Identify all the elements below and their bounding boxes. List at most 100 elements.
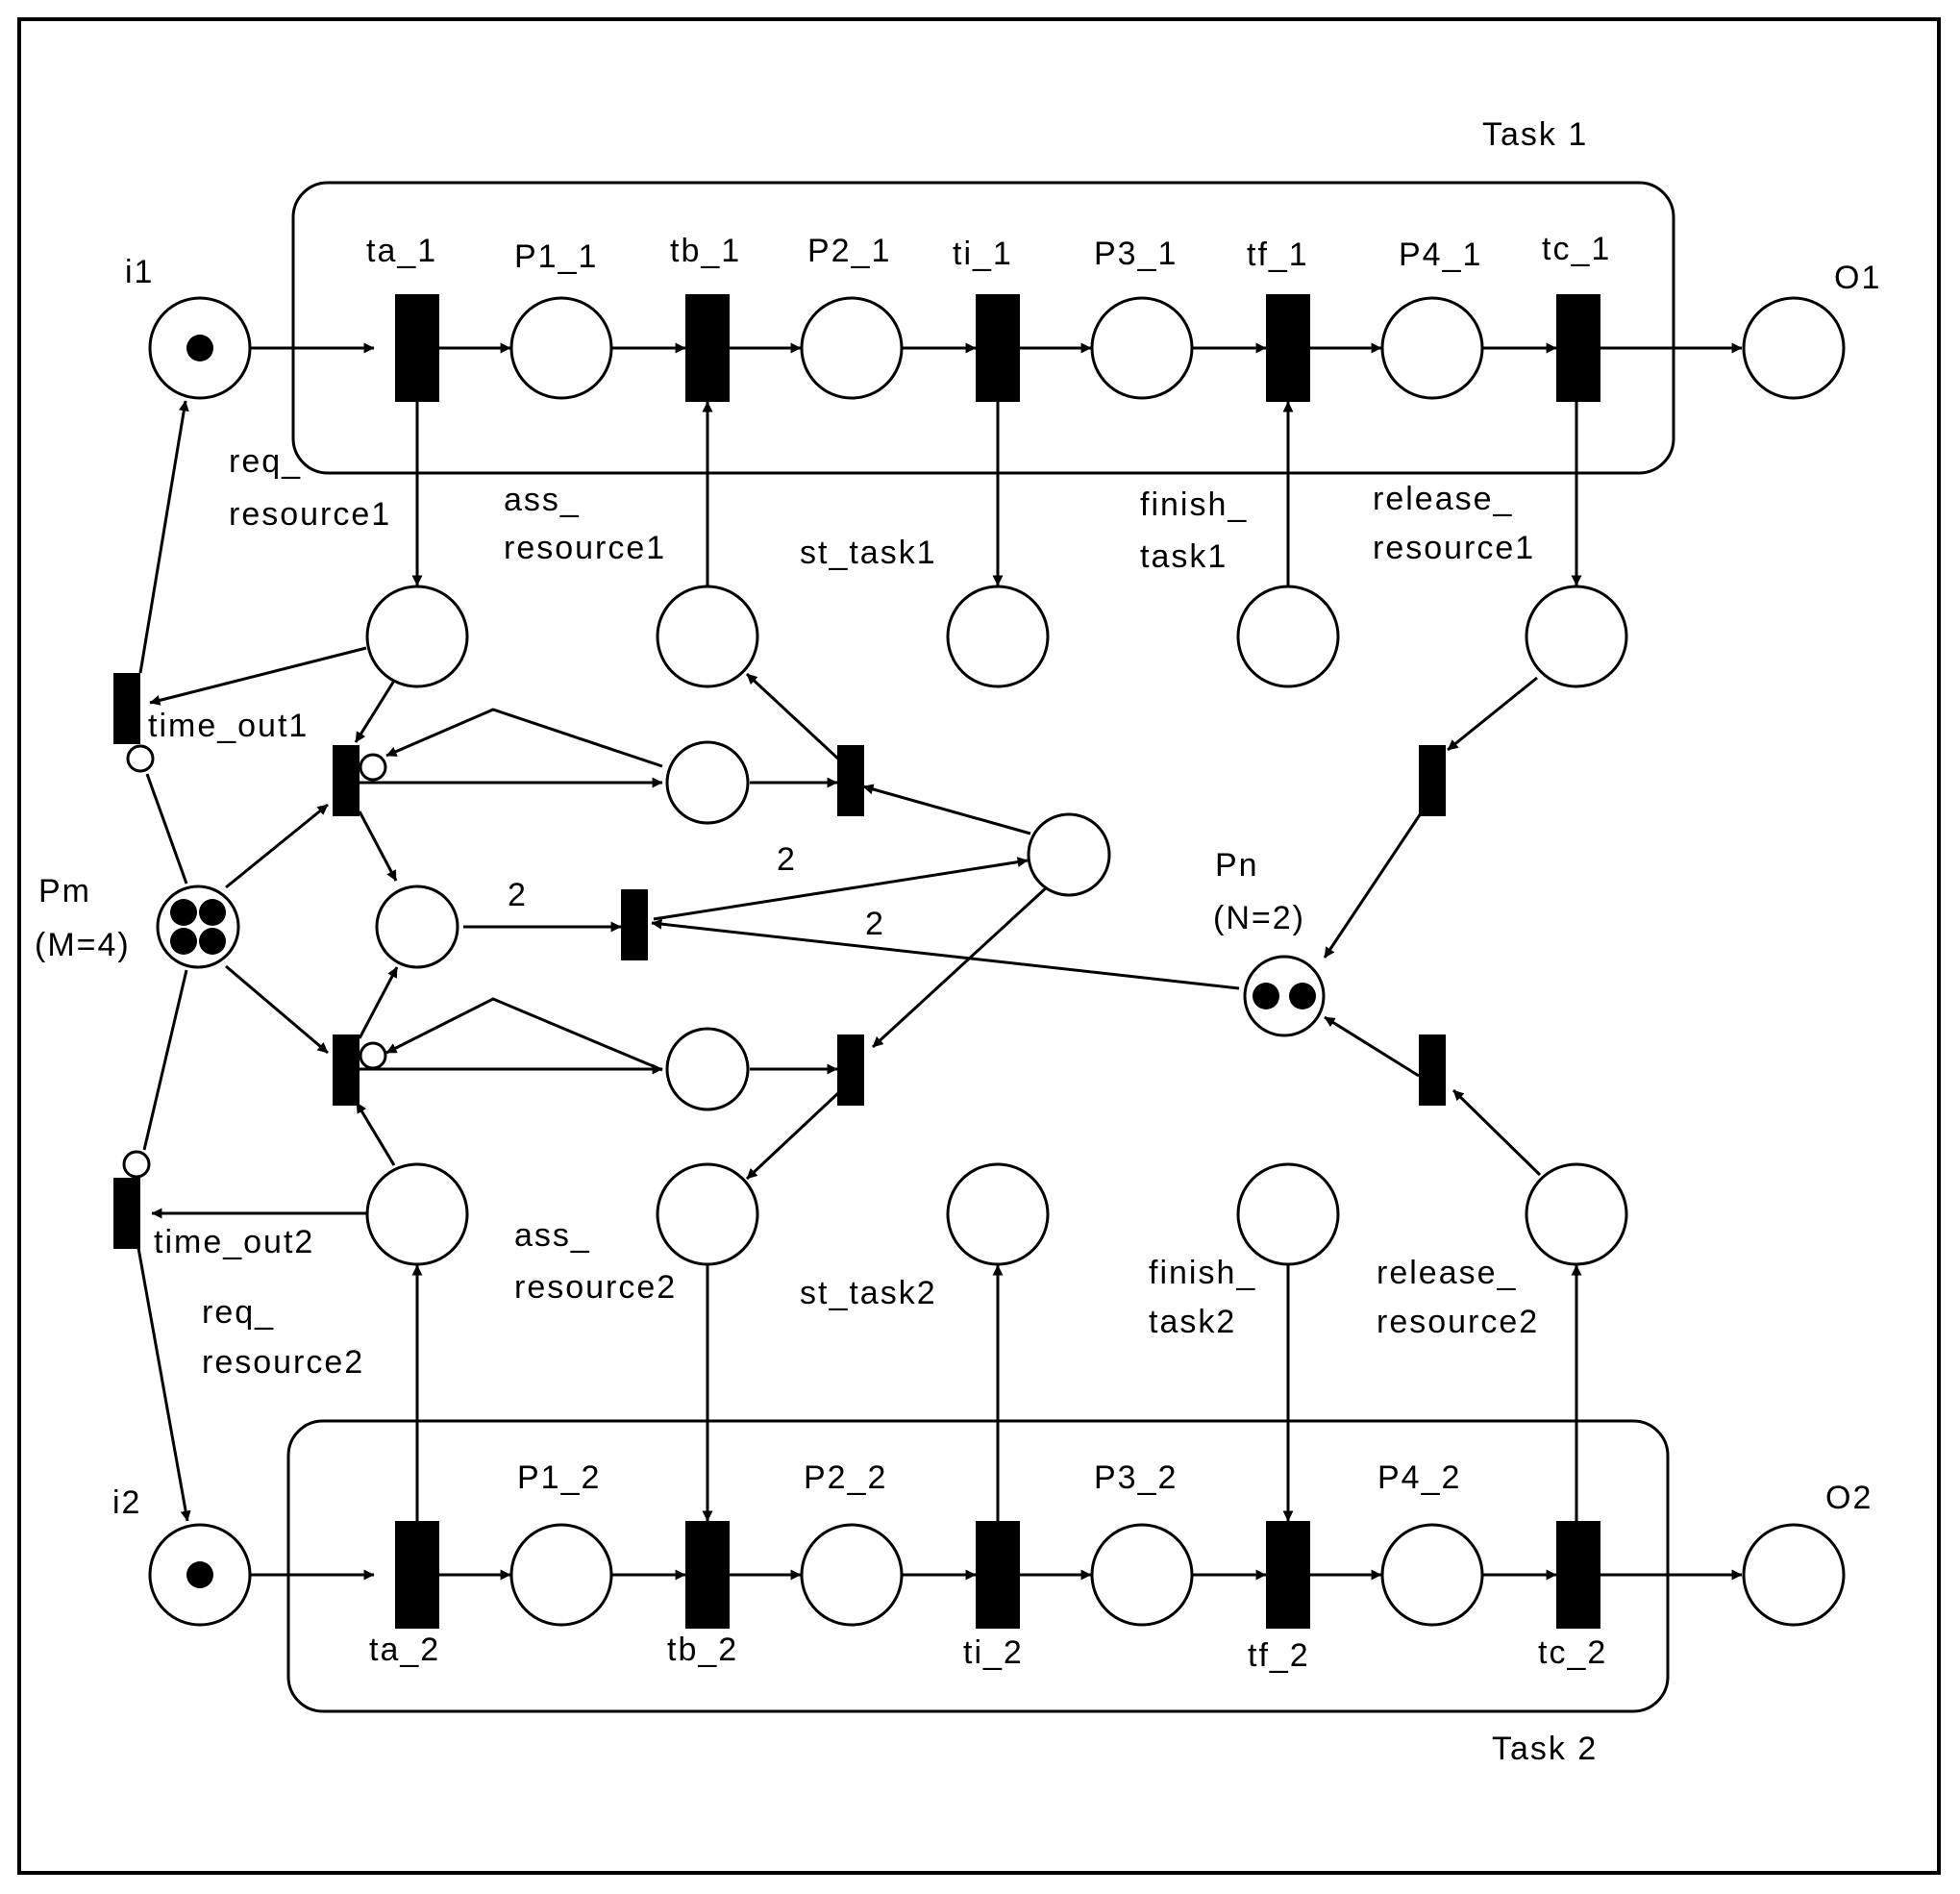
arc bbox=[871, 884, 1051, 1049]
place-st-task2 bbox=[946, 1162, 1050, 1266]
arc bbox=[358, 966, 399, 1039]
arc bbox=[142, 969, 188, 1151]
place-label: P3_2 bbox=[1094, 1459, 1178, 1496]
interface-label: req_ bbox=[229, 443, 302, 480]
transition-label: tc_1 bbox=[1542, 231, 1611, 267]
place-label: P3_1 bbox=[1094, 236, 1178, 272]
arc bbox=[745, 1090, 841, 1181]
transition-ta-2 bbox=[395, 1521, 439, 1629]
token bbox=[170, 928, 197, 955]
labels: Task 1 Task 2 i1 O1 i2 O2 P1_1 P2_1 P3_1… bbox=[35, 116, 1879, 1767]
place-finish-task1 bbox=[1236, 585, 1340, 688]
place-label: (M=4) bbox=[35, 927, 131, 963]
interface-label: resource1 bbox=[1373, 530, 1535, 566]
transition-tb-1 bbox=[685, 294, 730, 402]
place-pn bbox=[1243, 955, 1326, 1037]
token bbox=[199, 899, 226, 926]
place-label: P4_2 bbox=[1377, 1459, 1461, 1496]
interface-label: ass_ bbox=[504, 482, 581, 518]
arc bbox=[745, 672, 843, 763]
transition-label: ti_1 bbox=[953, 236, 1013, 272]
arc bbox=[355, 1102, 396, 1166]
place-middle-internal bbox=[375, 885, 459, 969]
transition-tb-2 bbox=[685, 1521, 730, 1629]
arc bbox=[225, 964, 329, 1055]
place-pm bbox=[156, 885, 240, 969]
arc bbox=[1451, 1088, 1542, 1177]
interface-label: st_task1 bbox=[800, 535, 937, 571]
transition-assign-lower bbox=[837, 1034, 864, 1106]
interface-label: release_ bbox=[1377, 1255, 1517, 1291]
transition-label: tf_2 bbox=[1248, 1637, 1310, 1674]
transition-label: time_out1 bbox=[148, 708, 309, 744]
token bbox=[186, 1561, 213, 1588]
place-shared-right bbox=[1027, 812, 1111, 897]
arc bbox=[145, 773, 188, 885]
place-label: P2_1 bbox=[807, 233, 891, 269]
arc bbox=[354, 680, 396, 743]
transitions bbox=[113, 294, 1600, 1629]
place-lower-internal bbox=[665, 1027, 750, 1111]
transition-label: time_out2 bbox=[154, 1224, 314, 1260]
interface-label: resource1 bbox=[229, 496, 391, 533]
transition-label: tb_1 bbox=[670, 233, 741, 269]
arc bbox=[358, 810, 398, 882]
place-finish-task2 bbox=[1236, 1162, 1340, 1266]
interface-label: resource2 bbox=[1377, 1304, 1539, 1340]
token bbox=[1289, 983, 1316, 1009]
place-release-resource2 bbox=[1525, 1162, 1628, 1266]
interface-label: finish_ bbox=[1140, 486, 1248, 523]
transition-request-lower bbox=[333, 1034, 360, 1106]
place-label: Pm bbox=[38, 873, 91, 910]
place-label: P1_2 bbox=[517, 1459, 601, 1496]
transition-ta-1 bbox=[395, 294, 439, 402]
place-label: (N=2) bbox=[1213, 900, 1305, 936]
task2-box bbox=[286, 1419, 1670, 1713]
place-p3-2 bbox=[1090, 1523, 1194, 1627]
arc bbox=[1447, 676, 1538, 752]
arc-weight-label: 2 bbox=[865, 906, 885, 942]
place-release-resource1 bbox=[1525, 585, 1628, 688]
arc-weight-label: 2 bbox=[777, 841, 797, 878]
arc-weight-label: 2 bbox=[508, 877, 528, 913]
transition-ti-2 bbox=[976, 1521, 1020, 1629]
token bbox=[170, 899, 197, 926]
transition-tc-2 bbox=[1556, 1521, 1600, 1629]
place-p2-1 bbox=[800, 296, 904, 400]
interface-label: resource1 bbox=[504, 530, 666, 566]
transition-tc-1 bbox=[1556, 294, 1600, 402]
place-p1-1 bbox=[509, 296, 613, 400]
arcs bbox=[136, 342, 1743, 1581]
transition-label: ta_2 bbox=[369, 1632, 440, 1668]
place-label: P4_1 bbox=[1399, 237, 1482, 273]
inhibitor-circle bbox=[359, 1041, 387, 1070]
tokens bbox=[170, 335, 1316, 1588]
place-upper-internal bbox=[665, 740, 750, 825]
token bbox=[199, 928, 226, 955]
arc bbox=[136, 1247, 191, 1522]
arc bbox=[1323, 812, 1423, 959]
place-st-task1 bbox=[946, 585, 1050, 688]
place-p1-2 bbox=[509, 1523, 613, 1627]
arc bbox=[653, 857, 1029, 921]
task2-label: Task 2 bbox=[1492, 1731, 1598, 1767]
arc bbox=[385, 708, 663, 768]
place-o2 bbox=[1742, 1523, 1846, 1627]
transition-label: ti_2 bbox=[963, 1634, 1024, 1671]
place-ass-resource1 bbox=[656, 585, 759, 688]
outer-frame bbox=[17, 17, 1941, 1875]
transition-assign-upper bbox=[837, 745, 864, 816]
token bbox=[1253, 983, 1279, 1009]
arc bbox=[1324, 1015, 1420, 1078]
place-req-resource2 bbox=[365, 1162, 469, 1266]
transition-label: tc_2 bbox=[1538, 1634, 1607, 1671]
place-label: O2 bbox=[1825, 1480, 1873, 1516]
transition-label: tf_1 bbox=[1247, 237, 1309, 273]
place-ass-resource2 bbox=[656, 1162, 759, 1266]
transition-combine bbox=[621, 889, 648, 960]
arc bbox=[651, 918, 1240, 990]
token bbox=[186, 335, 213, 361]
place-p4-2 bbox=[1380, 1523, 1484, 1627]
interface-label: finish_ bbox=[1149, 1255, 1256, 1291]
